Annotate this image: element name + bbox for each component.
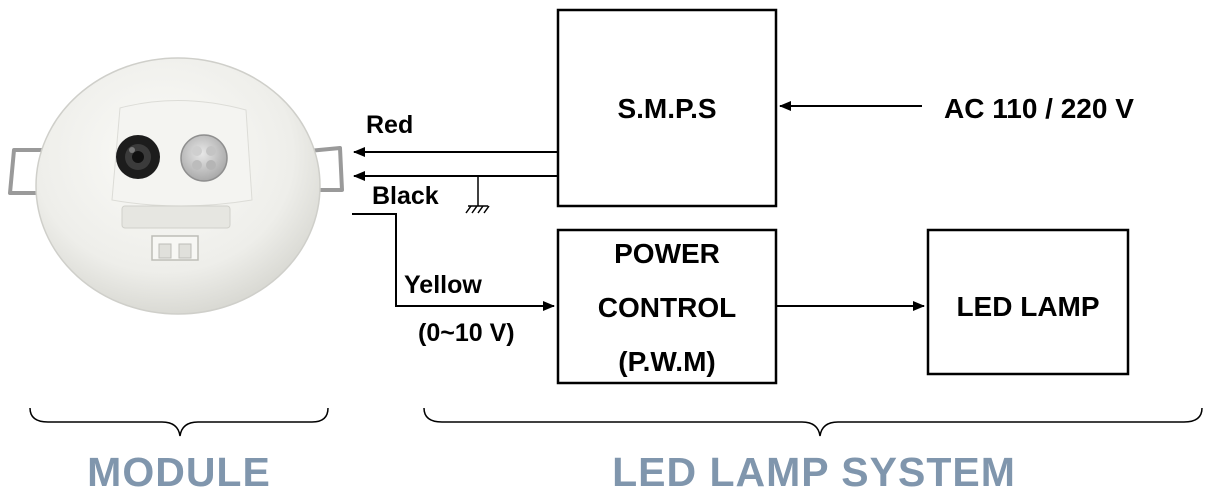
module-section-label: MODULE — [87, 449, 271, 495]
system-brace — [423, 407, 1203, 437]
power-control-label-line3: (P.W.M) — [618, 346, 716, 377]
pir-lens — [180, 134, 228, 182]
system-section-label: LED LAMP SYSTEM — [612, 449, 1016, 495]
power-control-label-line2: CONTROL — [597, 292, 737, 323]
ac-input-label: AC 110 / 220 V — [944, 93, 1134, 124]
yellow-wire-arrow — [352, 213, 555, 311]
yellow-wire-label: Yellow — [404, 271, 482, 299]
sensor-module-image — [8, 57, 344, 315]
ground-symbol — [465, 176, 490, 214]
red-wire-label: Red — [366, 111, 414, 139]
black-wire-label: Black — [372, 182, 439, 210]
left-spring-clip — [8, 148, 58, 195]
led-lamp-box — [926, 228, 1130, 376]
logo-plate — [121, 205, 231, 229]
smps-label: S.M.P.S — [617, 93, 717, 124]
smps-box — [556, 8, 778, 208]
power-control-label-line1: POWER — [614, 238, 720, 269]
module-brace — [29, 407, 329, 437]
led-lamp-label: LED LAMP — [956, 291, 1100, 322]
yellow-range-label: (0~10 V) — [418, 319, 515, 347]
right-spring-clip — [297, 146, 344, 192]
